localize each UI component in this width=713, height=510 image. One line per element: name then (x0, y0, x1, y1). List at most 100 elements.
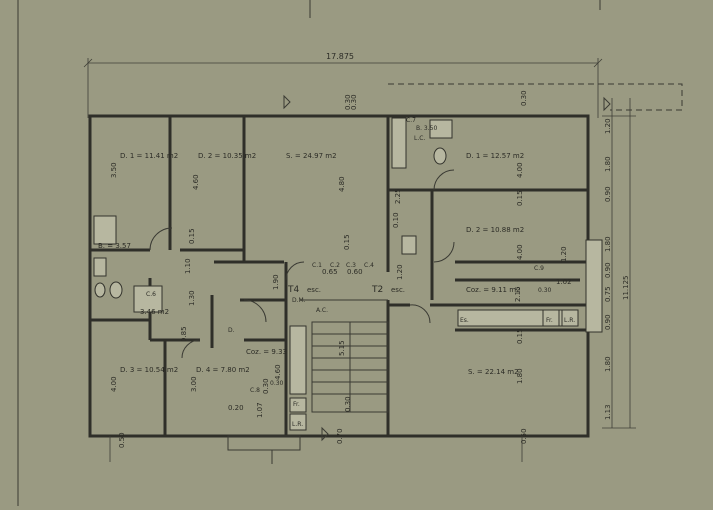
label-fr-right: Fr. (546, 317, 553, 324)
kitchen-counter-left (289, 325, 307, 395)
label-lr-left: L.R. (292, 421, 303, 428)
idim-d3: 4.80 (338, 176, 346, 192)
label-c1: C.1 (312, 262, 322, 269)
label-r1: 0.30 (538, 287, 552, 294)
section-marker-bottom (321, 426, 329, 442)
room-right-d2: D. 2 = 10.88 m2 (466, 226, 524, 234)
overall-height-label: 11.125 (622, 276, 630, 301)
projection-outline (388, 83, 683, 111)
right-dim-8: 1.13 (604, 404, 612, 420)
kitchen-counter-right (457, 309, 579, 327)
interior-dimensions: 3.50 4.60 4.80 4.00 3.00 4.60 1.90 2.25 … (110, 94, 572, 418)
bathtub-right (391, 117, 407, 169)
idim-d26: 1.07 (256, 402, 264, 418)
idim-d11: 0.85 (180, 326, 188, 342)
idim-d6: 4.60 (274, 364, 282, 380)
overall-width-label: 17.875 (326, 52, 354, 61)
balcony-right (585, 239, 603, 333)
label-t2: T2 (371, 285, 383, 295)
label-lr-right: L.R. (564, 317, 575, 324)
label-c8: C.8 (250, 387, 260, 394)
right-dim-4: 0.90 (604, 262, 612, 278)
right-dim-5: 0.75 (604, 286, 612, 302)
bath-small-left (133, 285, 163, 313)
edge-marks: 0.30 0.30 0.50 0.70 0.30 0.50 (109, 90, 528, 462)
room-left-d4: D. 4 = 7.80 m2 (196, 366, 250, 374)
room-left-bath2: 3.46 m2 (140, 308, 169, 316)
label-es: Es. (460, 317, 469, 324)
idim-d24: 0.30 (350, 94, 358, 110)
top-mark-1: 0.30 (520, 90, 528, 106)
room-right-s: S. = 22.14 m2 (468, 368, 519, 376)
room-left-d1: D. 1 = 11.41 m2 (120, 152, 178, 160)
idim-d27: 0.20 (228, 404, 244, 412)
idim-d14: 4.00 (516, 162, 524, 178)
idim-d7: 1.90 (272, 274, 280, 290)
idim-d20: 1.20 (560, 246, 568, 262)
label-c9: C.9 (534, 265, 544, 272)
right-dim-2: 0.90 (604, 186, 612, 202)
idim-d16: 1.80 (516, 368, 524, 384)
idim-d22: 5.15 (338, 340, 346, 356)
idim-d15: 4.00 (516, 244, 524, 260)
label-t4: T4 (287, 285, 299, 295)
idim-d19: 1.02 (556, 278, 572, 286)
right-dimension-chain: 1.20 1.80 0.90 1.80 0.90 0.75 0.90 1.80 … (602, 98, 636, 429)
bidet-left (94, 282, 106, 298)
idim-d9: 1.10 (184, 258, 192, 274)
label-fr-left: Fr. (293, 401, 300, 408)
overall-width-dimension: 17.875 (83, 52, 603, 118)
label-c4: C.4 (364, 262, 374, 269)
idim-d2: 4.60 (192, 174, 200, 190)
sink-hall-right (401, 235, 417, 255)
section-markers (283, 94, 611, 442)
label-dr: D. (228, 327, 235, 334)
idim-d12: 0.15 (188, 228, 196, 244)
bathtub-left (93, 215, 117, 245)
idim-d23: 0.15 (516, 328, 524, 344)
bottom-mark-1: 0.70 (336, 428, 344, 444)
laundry-left (289, 413, 307, 431)
label-t4-sub: esc. (307, 286, 321, 294)
label-t2-sub: esc. (391, 286, 405, 294)
idim-d30: 1.20 (396, 264, 404, 280)
section-marker-top (283, 94, 291, 110)
laundry-right (561, 309, 579, 327)
label-c7: C.7 (406, 117, 416, 124)
sink-right (429, 119, 453, 139)
idim-d17: 2.15 (514, 286, 522, 302)
idim-d28: 0.65 (322, 268, 338, 276)
label-c3: C.3 (346, 262, 356, 269)
room-right-d1: D. 1 = 12.57 m2 (466, 152, 524, 160)
right-dim-6: 0.90 (604, 314, 612, 330)
idim-d29: 0.60 (347, 268, 363, 276)
idim-d18: 0.15 (516, 190, 524, 206)
sink-left (93, 257, 107, 277)
idim-d1: 3.50 (110, 162, 118, 178)
label-c6: C.6 (146, 291, 156, 298)
right-dim-0: 1.20 (604, 118, 612, 134)
room-left-bath1: B. = 3.57 (98, 242, 131, 250)
bottom-mark-0: 0.50 (118, 432, 126, 448)
bottom-mark-3: 0.50 (520, 428, 528, 444)
toilet-left (109, 281, 123, 299)
doors (149, 169, 455, 359)
label-dm: D.M. (292, 297, 306, 304)
room-labels: D. 1 = 11.41 m2 D. 2 = 10.35 m2 S. = 24.… (98, 125, 524, 376)
toilet-right (433, 147, 447, 165)
top-mark-0: 0.30 (344, 94, 352, 110)
idim-d5: 3.00 (190, 376, 198, 392)
fridge-right (542, 309, 560, 327)
staircase (300, 299, 389, 413)
idim-d13: 0.10 (392, 212, 400, 228)
right-dim-7: 1.80 (604, 356, 612, 372)
idim-d8: 2.25 (394, 188, 402, 204)
bottom-mark-2: 0.30 (344, 396, 352, 412)
room-left-d3: D. 3 = 10.54 m2 (120, 366, 178, 374)
fridge-left (289, 397, 307, 413)
room-left-d2: D. 2 = 10.35 m2 (198, 152, 256, 160)
label-r2: 0.30 (270, 380, 284, 387)
label-ac: A.C. (316, 307, 328, 314)
sheet-borders (17, 0, 601, 506)
